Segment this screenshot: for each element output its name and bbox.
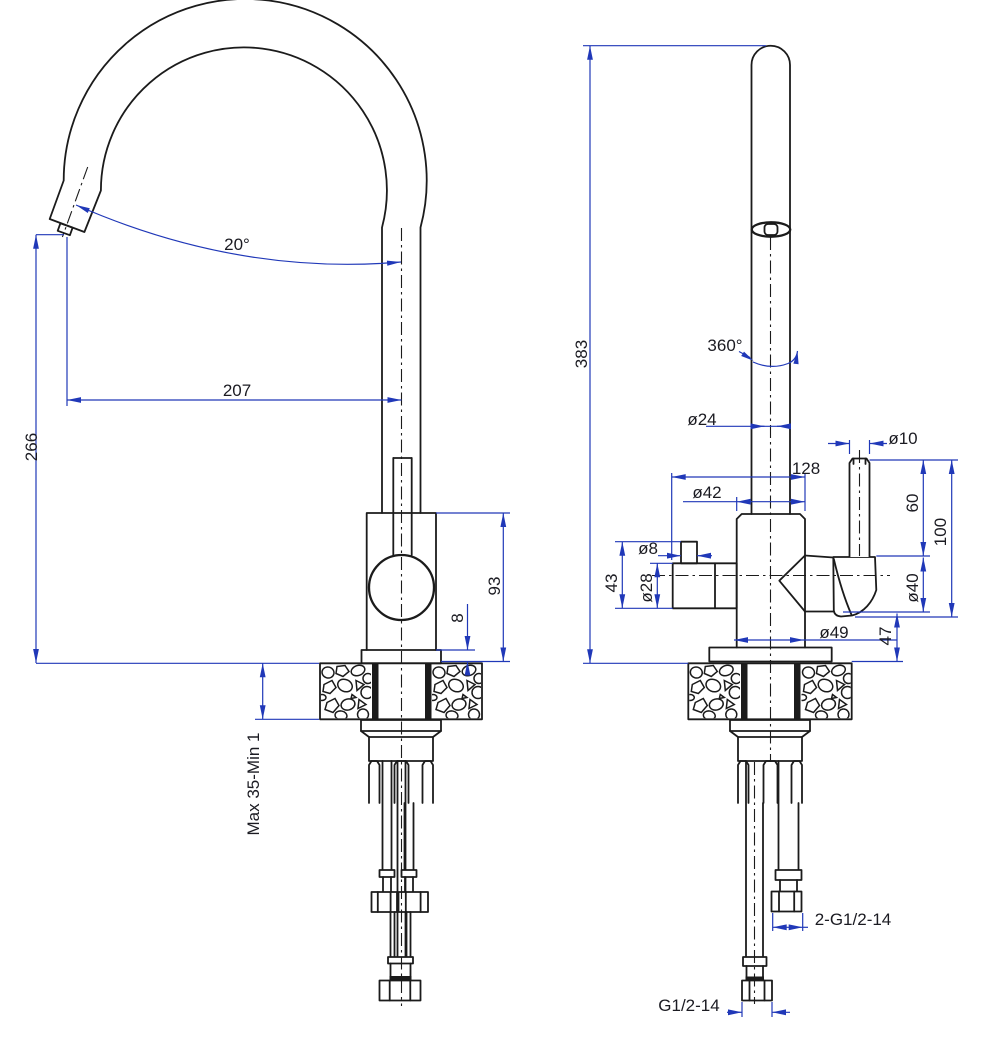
- dim-spout-reach: 207: [223, 381, 251, 400]
- filter-nut-side: [741, 979, 773, 1002]
- dim-pin-diameter: ø8: [638, 539, 658, 558]
- dim-cartridge-diameter: ø28: [637, 573, 656, 602]
- handle-housing: [832, 556, 878, 618]
- body-side: [735, 513, 806, 649]
- riser-pipe: [750, 44, 791, 515]
- dim-swivel-angle: 360°: [707, 336, 742, 355]
- dim-filter-thread: G1/2-14: [658, 996, 719, 1015]
- side-view: [652, 44, 890, 1004]
- dim-pin-height: 43: [602, 574, 621, 593]
- dim-body-height: 93: [485, 577, 504, 596]
- side-view-dimensions: 383 360° ø24 ø42 128 ø8 43 ø28 ø10 60 10…: [572, 45, 958, 1017]
- dim-base-diameter: ø49: [819, 623, 848, 642]
- pin: [680, 540, 698, 565]
- front-view: [48, 0, 483, 1006]
- dim-spout-angle: 20°: [224, 235, 250, 254]
- supply-nuts-front: [370, 891, 429, 913]
- sphere-joint: [367, 553, 436, 622]
- dim-body-diameter: ø42: [692, 483, 721, 502]
- dim-total-height: 383: [572, 340, 591, 368]
- supply-nut-side: [770, 890, 803, 913]
- dim-mounting-thickness: Max 35-Min 1: [244, 733, 263, 836]
- underdeck-front: [360, 719, 442, 1002]
- dim-handle-reach: 128: [792, 459, 820, 478]
- dim-handle-body-diameter: ø40: [903, 573, 922, 602]
- dim-lever-diameter: ø10: [888, 429, 917, 448]
- dim-pipe-diameter: ø24: [687, 410, 716, 429]
- dim-handle-height: 100: [931, 518, 950, 546]
- aerator-side: [763, 223, 779, 236]
- dim-supply-thread: 2-G1/2-14: [815, 910, 892, 929]
- outlet-ellipse: [750, 221, 792, 238]
- dim-base-clearance: 47: [876, 627, 895, 646]
- dim-spout-height: 266: [22, 433, 41, 461]
- dim-lever-length: 60: [903, 494, 922, 513]
- dim-base-ring-height: 8: [448, 613, 467, 622]
- spout-outline: [48, 0, 428, 514]
- front-view-dimensions: 20° 207 266 93 8 Max 35-Min 1: [22, 204, 510, 836]
- filter-nut-front: [378, 979, 422, 1002]
- aerator-front: [56, 222, 74, 237]
- underdeck-side: [729, 719, 811, 1002]
- side-outlet-box: [671, 562, 738, 610]
